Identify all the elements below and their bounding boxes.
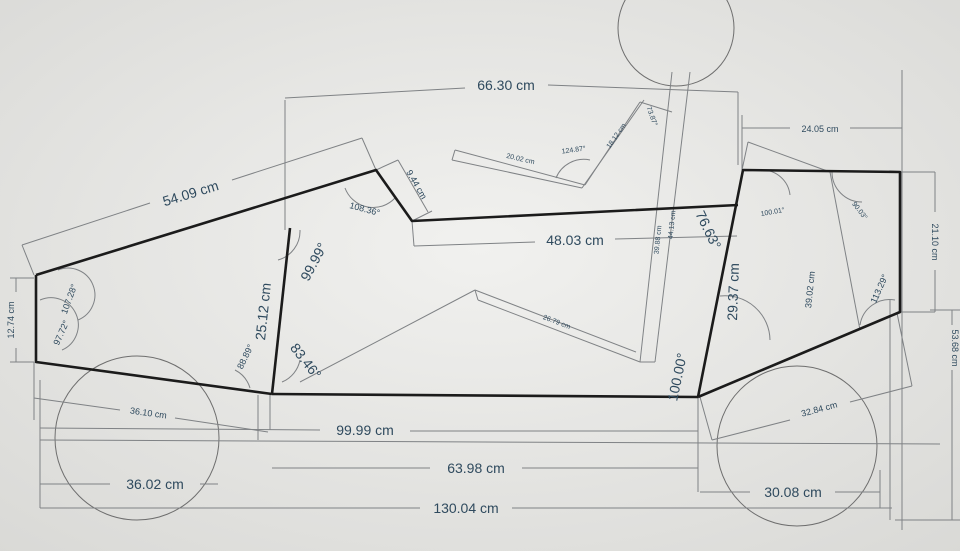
dim-39-02: 39.02 cm — [803, 271, 817, 309]
dim-25-12: 25.12 cm — [252, 282, 274, 341]
dim-29-37: 29.37 cm — [724, 263, 742, 321]
dim-30-08: 30.08 cm — [764, 484, 822, 500]
dim-36-02: 36.02 cm — [126, 476, 184, 492]
front-wheel — [716, 365, 878, 527]
frame-outline — [34, 168, 902, 399]
dim-21-10: 21.10 cm — [930, 223, 940, 260]
angle-124-87: 124.87° — [561, 144, 586, 155]
dim-39-88: 39.88 cm — [654, 225, 664, 255]
dim-24-05: 24.05 cm — [801, 124, 838, 134]
dim-66-30: 66.30 cm — [477, 77, 535, 93]
dimension-lines — [10, 70, 960, 530]
dim-63-98: 63.98 cm — [447, 460, 505, 476]
dim-130-04: 130.04 cm — [433, 500, 498, 516]
dim-99-99: 99.99 cm — [336, 422, 394, 438]
dim-12-74: 12.74 cm — [6, 301, 16, 338]
head-circle — [617, 0, 735, 87]
dim-44-13: 44.13 cm — [668, 210, 678, 240]
dim-48-03: 48.03 cm — [546, 232, 604, 248]
rear-wheel — [54, 355, 220, 521]
dim-53-68: 53.68 cm — [950, 329, 960, 366]
